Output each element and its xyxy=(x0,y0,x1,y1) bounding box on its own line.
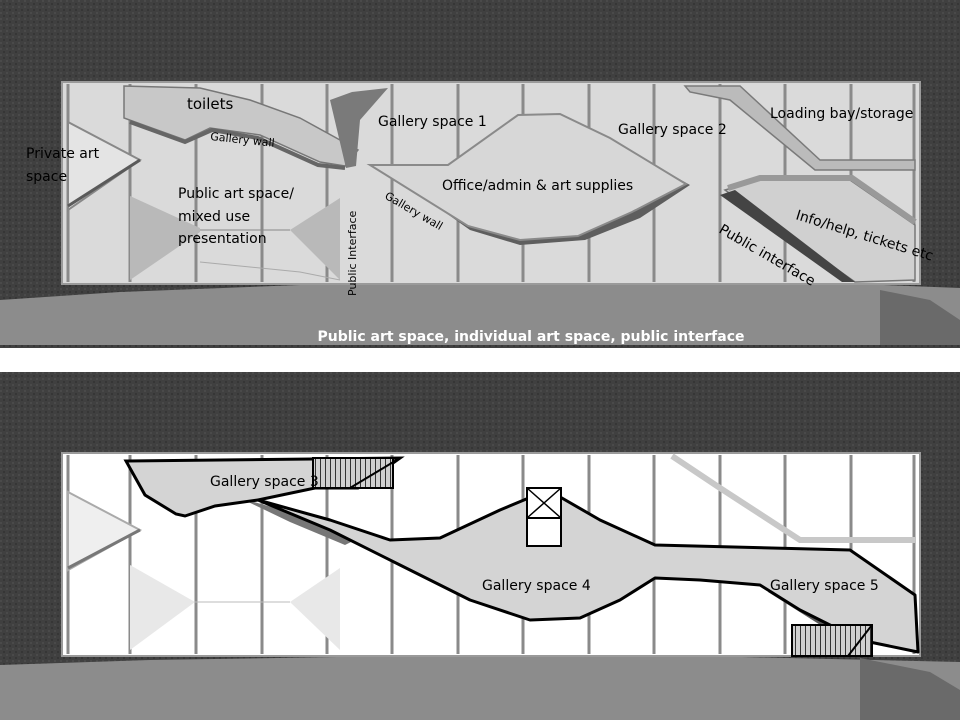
label-gallery-space-5: Gallery space 5 xyxy=(770,578,879,594)
public-art-left-funnel xyxy=(130,196,200,280)
top-ground-shadow xyxy=(0,278,960,345)
label-office-admin: Office/admin & art supplies xyxy=(442,178,633,194)
label-gallery-space-1: Gallery space 1 xyxy=(378,114,487,130)
stairs-lower xyxy=(791,624,873,657)
public-art-right-funnel xyxy=(290,198,340,280)
office-admin-block xyxy=(366,112,689,242)
wall-segment xyxy=(330,88,388,168)
bottom-ground-shadow xyxy=(0,656,960,720)
label-private-art-2: space xyxy=(26,169,67,185)
private-art-wedge xyxy=(67,120,142,212)
label-public-interface-vertical: Public Interface xyxy=(346,210,359,296)
bottom-panel: Gallery space 3 Gallery space 4 Gallery … xyxy=(0,372,960,720)
label-public-art-2: mixed use xyxy=(178,209,250,225)
label-loading-bay: Loading bay/storage xyxy=(770,106,913,122)
label-toilets: toilets xyxy=(187,95,234,113)
label-gallery-space-4: Gallery space 4 xyxy=(482,578,591,594)
loading-bay-block xyxy=(683,85,916,171)
label-public-art-3: presentation xyxy=(178,231,267,247)
label-public-art-1: Public art space/ xyxy=(178,186,294,202)
ghost-loading-bay xyxy=(670,453,915,543)
panel-separator xyxy=(0,348,960,372)
stairs-upper xyxy=(312,457,394,489)
label-gallery-space-3: Gallery space 3 xyxy=(210,474,319,490)
label-private-art-1: Private art xyxy=(26,146,100,162)
label-gallery-space-2: Gallery space 2 xyxy=(618,122,727,138)
top-caption: Public art space, individual art space, … xyxy=(317,329,744,345)
lift-landing xyxy=(526,517,562,547)
top-panel: Private art space toilets Gallery wall P… xyxy=(0,0,960,348)
